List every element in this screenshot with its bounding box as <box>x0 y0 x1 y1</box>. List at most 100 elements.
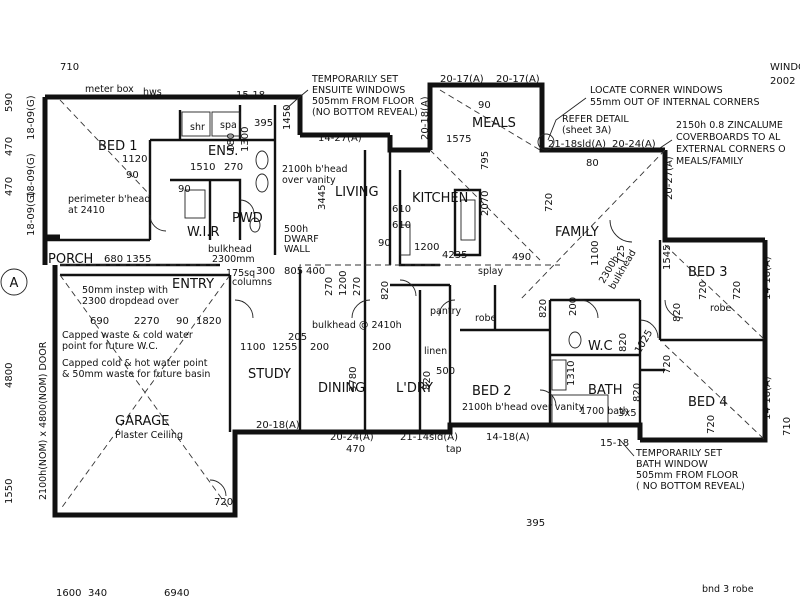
note-line: 2150h 0.8 ZINCALUME <box>676 120 783 131</box>
dimensions-right: 20-27(A) 14-18(A) 14-18(A) 710 15-18 <box>600 156 793 449</box>
note-line: bulkhead @ 2410h <box>312 320 402 331</box>
basin-icon <box>551 359 567 391</box>
dim-text: 14-27(A) <box>318 133 362 144</box>
note-line: REFER DETAIL <box>562 114 629 125</box>
dim-text: 470 <box>4 177 15 196</box>
note-line: EXTERNAL CORNERS O <box>676 144 786 155</box>
note-line: 175sq <box>226 268 255 279</box>
dim-text: 1510 <box>190 162 215 173</box>
note-line: columns <box>232 277 272 288</box>
dim-text: 590 <box>4 93 15 112</box>
dimensions-bottom: 20-18(A) 20-24(A) 470 21-14sld(A) 14-18(… <box>56 420 545 599</box>
dim-text: 1100 <box>240 342 265 353</box>
room-label: BED 3 <box>688 265 728 280</box>
note-line: 2300mm <box>212 254 255 265</box>
dim-text: 6940 <box>164 588 189 599</box>
dim-text: 18-09(G) <box>26 153 37 198</box>
dim-text: 90 <box>378 238 391 249</box>
note-line: 2100h(NOM) x 4800(NOM) DOOR <box>38 341 49 500</box>
sink-icon <box>399 224 411 256</box>
dim-text: 395 <box>254 118 273 129</box>
dim-text: 270 <box>324 277 335 296</box>
detail-marker-icon <box>537 133 555 151</box>
dim-text: 710 <box>782 417 793 436</box>
stairs-grid-icon <box>184 189 206 219</box>
spa-icon <box>211 111 241 137</box>
dim-text: 15-18 <box>236 90 265 101</box>
note-line: hws <box>143 87 162 98</box>
dim-text: 21-18sld(A) <box>548 139 606 150</box>
section-marker-icon: A <box>0 268 28 296</box>
room-label: PORCH <box>48 252 93 267</box>
dimensions-left: 590 18-09(G) 470 18-09(G) 470 18-09(G) 4… <box>4 93 37 504</box>
dim-text: 720 <box>706 415 717 434</box>
shower-tray <box>181 111 211 137</box>
note-line: BATH WINDOW <box>636 459 708 470</box>
note-line: 505mm FROM FLOOR <box>636 470 739 481</box>
note-line: ENSUITE WINDOWS <box>312 85 405 96</box>
exterior-walls <box>42 82 768 518</box>
note-line: MEALS/FAMILY <box>676 156 743 167</box>
stairs-grid-icon <box>460 199 476 241</box>
note-line: ( NO BOTTOM REVEAL) <box>636 481 745 492</box>
dim-text: 270 <box>224 162 243 173</box>
dim-text: 90 <box>176 316 189 327</box>
room-label: L'DRY <box>396 381 433 396</box>
dim-text: 820 <box>632 383 643 402</box>
dim-text: 720 <box>662 355 673 374</box>
room-label: LIVING <box>335 185 379 200</box>
note-line: 2100h b'head <box>282 164 348 175</box>
dim-text: 14-18(A) <box>762 376 773 420</box>
note-line: tap <box>446 444 462 455</box>
dim-text: 90 <box>478 100 491 111</box>
room-label: ENTRY <box>172 277 214 292</box>
dim-text: 1310 <box>566 361 577 386</box>
dim-text: 470 <box>4 137 15 156</box>
dim-text: 610 <box>392 220 411 231</box>
dim-text: 720 <box>698 281 709 300</box>
fixtures <box>181 111 609 424</box>
dim-text: 805 <box>284 266 303 277</box>
note-line: 2100h b'head over vanity <box>462 402 585 413</box>
dim-text: 270 <box>352 277 363 296</box>
toilet-icon <box>568 331 582 349</box>
note-line: meter box <box>85 84 134 95</box>
note-line: 505mm FROM FLOOR <box>312 96 415 107</box>
room-label: ENS. <box>208 144 238 159</box>
note-line: point for future W.C. <box>62 341 158 352</box>
header-text: 2002 <box>770 76 795 87</box>
dim-text: 4800 <box>4 363 15 388</box>
dim-text: 820 <box>672 303 683 322</box>
room-label: PWD <box>232 211 263 226</box>
room-sublabel: pantry <box>430 306 462 317</box>
room-sublabel: robe <box>475 313 497 324</box>
dim-text: 80 <box>586 158 599 169</box>
dim-text: 200 <box>568 297 579 316</box>
dim-text: 1575 <box>446 134 471 145</box>
room-label: FAMILY <box>555 225 599 240</box>
room-sublabel: linen <box>424 346 447 357</box>
note-line: COVERBOARDS TO AL <box>676 132 781 143</box>
note-line: 500h <box>284 224 308 235</box>
note-line: bulkhead <box>208 244 252 255</box>
dim-text: 395 <box>526 518 545 529</box>
dim-text: 21-14sld(A) <box>400 432 458 443</box>
note-line: (sheet 3A) <box>562 125 611 136</box>
dim-text: 14-18(A) <box>762 256 773 300</box>
dim-text: 400 <box>306 266 325 277</box>
leader-lines <box>284 89 673 457</box>
dim-text: 725 <box>616 245 627 264</box>
dim-text: 20-18(A) <box>420 96 431 140</box>
room-sublabel: 1700 bath <box>580 406 629 417</box>
note-line: bnd 3 robe <box>702 584 754 595</box>
dim-text: 1450 <box>282 105 293 130</box>
dim-text: 1550 <box>4 479 15 504</box>
room-label: GARAGE <box>115 414 169 429</box>
dim-text: 3x5 <box>618 408 637 419</box>
dim-text: 14-18(A) <box>486 432 530 443</box>
dim-text: 20-27(A) <box>664 156 675 200</box>
room-label: MEALS <box>472 116 516 131</box>
room-sublabel: robe <box>710 303 732 314</box>
note-line: LOCATE CORNER WINDOWS <box>590 85 723 96</box>
note-line: & 50mm waste for future basin <box>62 369 210 380</box>
